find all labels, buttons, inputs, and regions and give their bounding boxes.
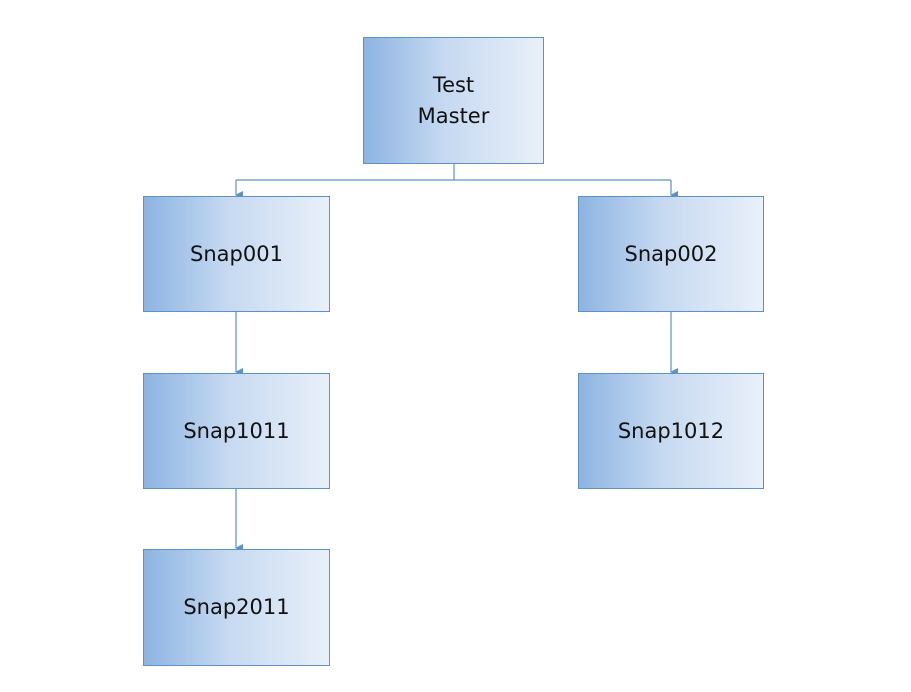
node-snap1011: Snap1011 bbox=[143, 373, 330, 489]
node-snap2011: Snap2011 bbox=[143, 549, 330, 666]
node-snap001: Snap001 bbox=[143, 196, 330, 312]
node-snap002: Snap002 bbox=[578, 196, 764, 312]
node-snap1012: Snap1012 bbox=[578, 373, 764, 489]
node-test-master: Test Master bbox=[363, 37, 544, 164]
